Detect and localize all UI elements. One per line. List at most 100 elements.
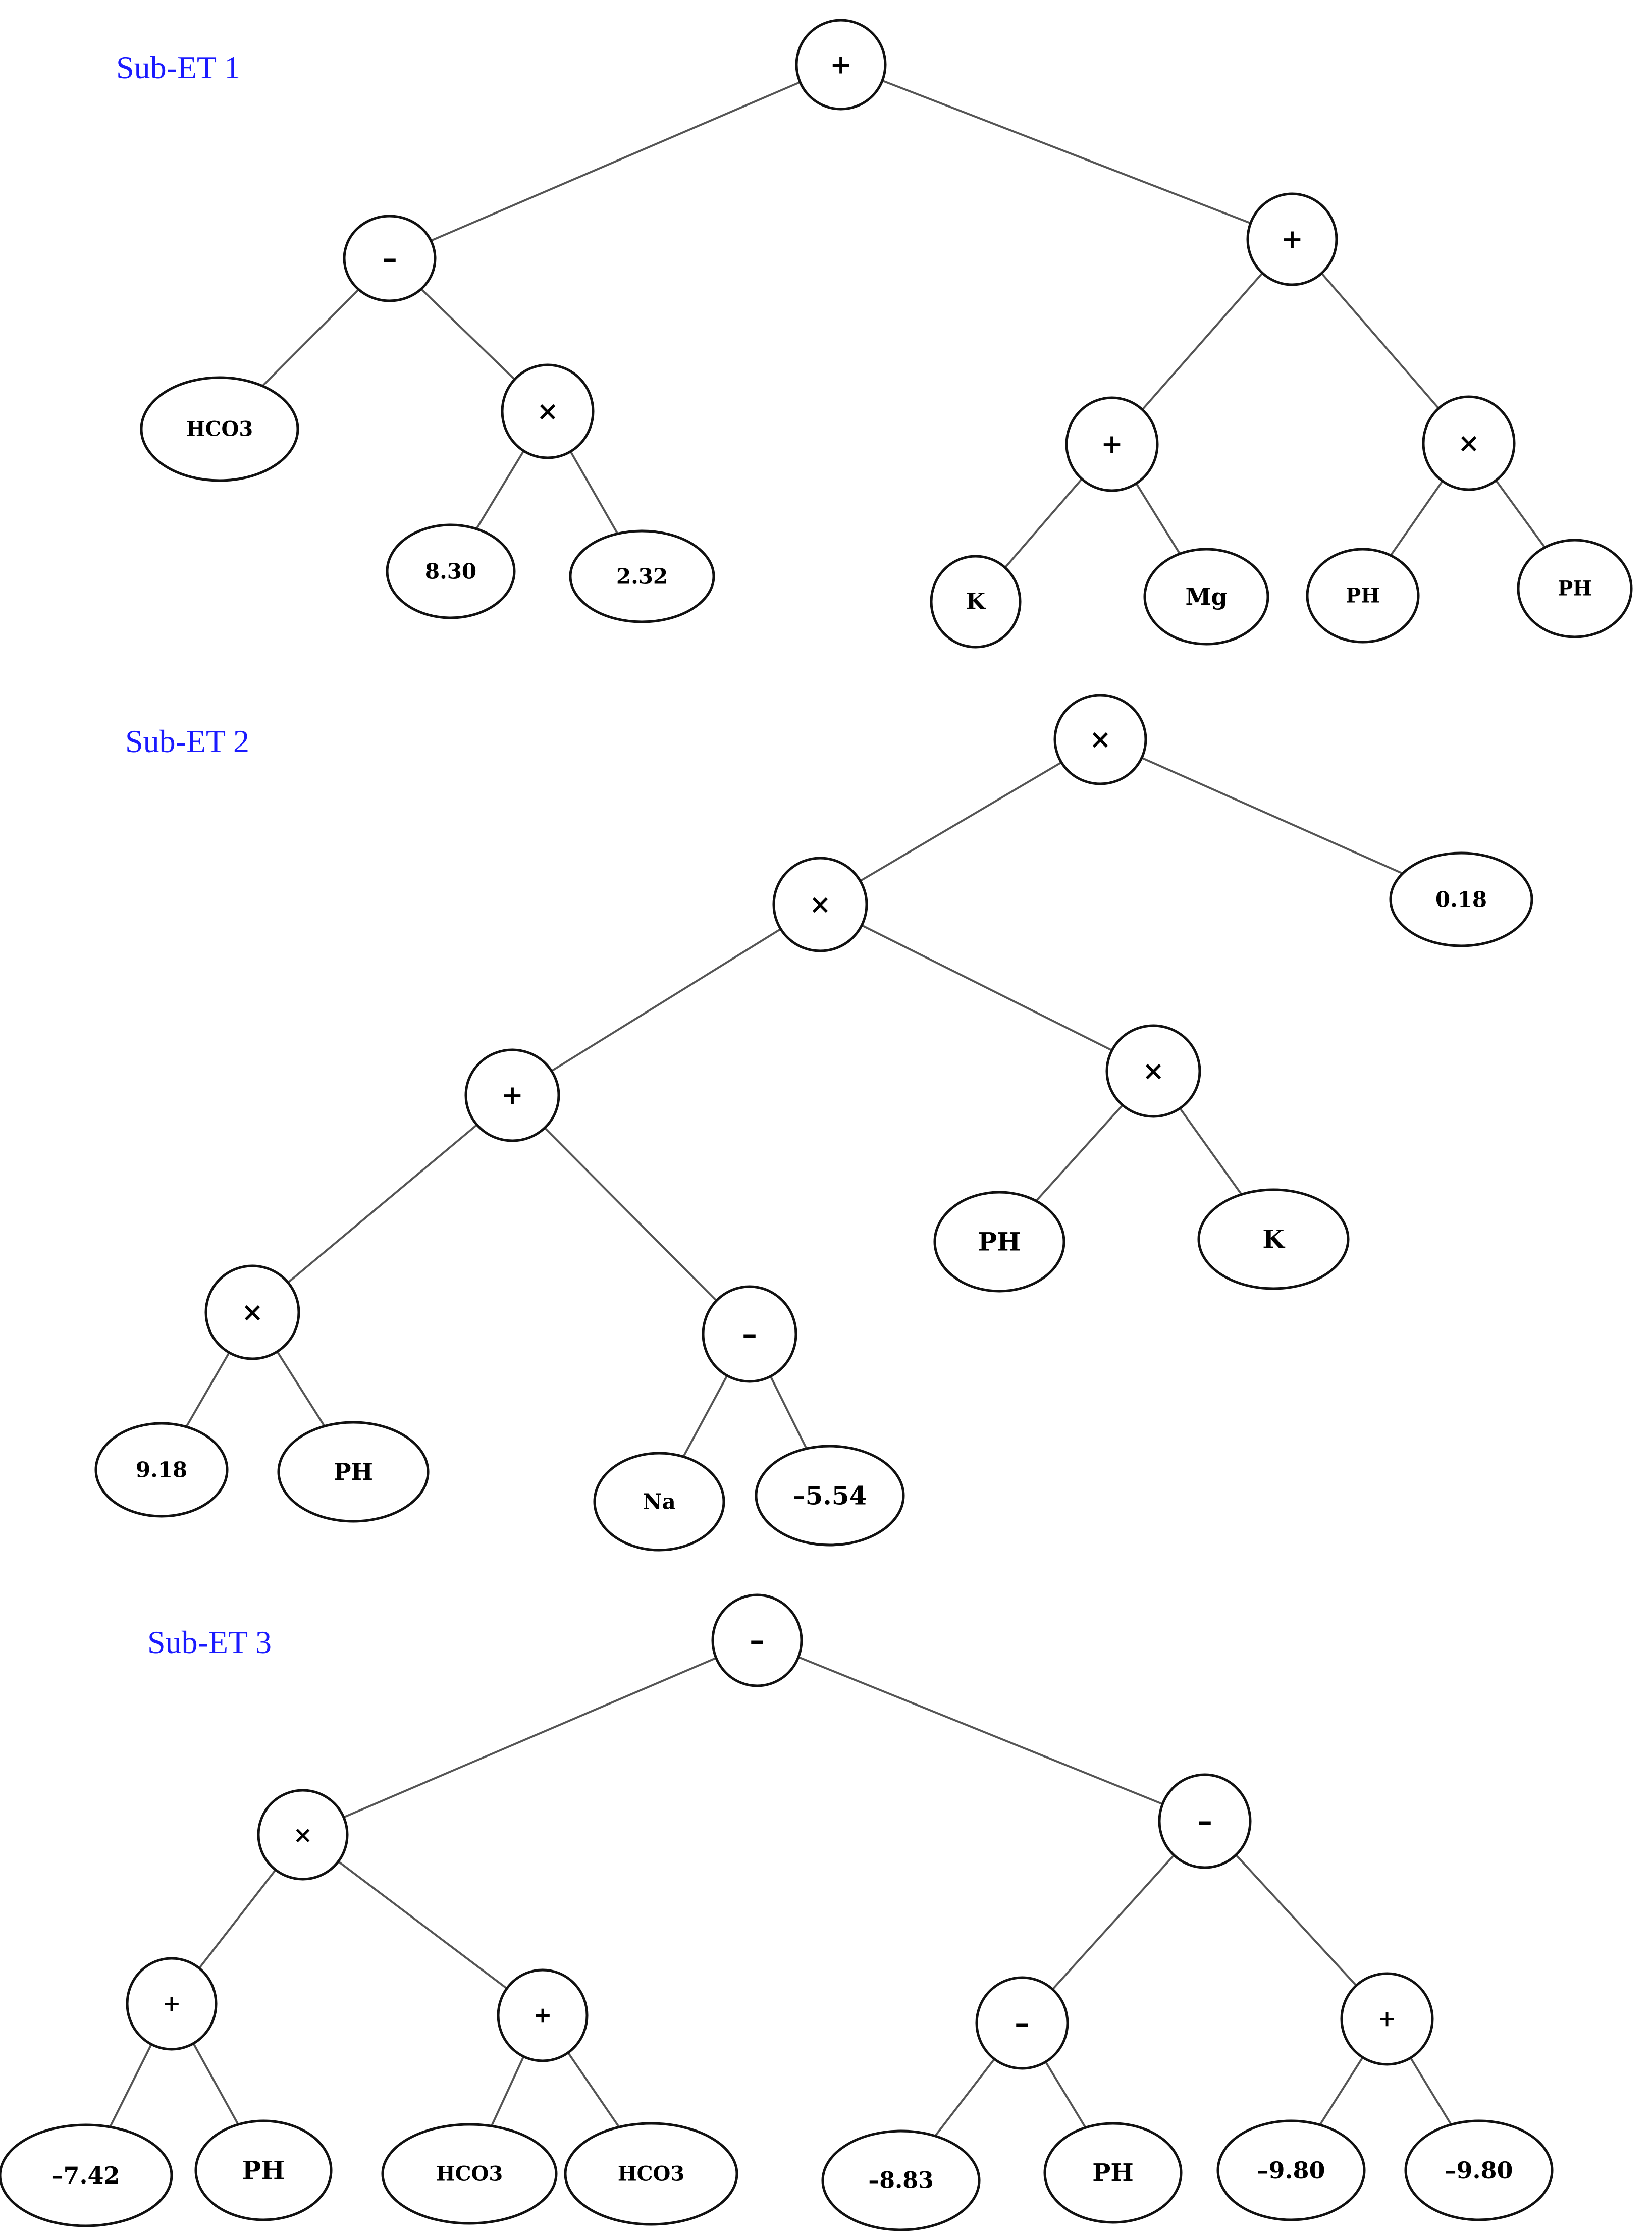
node-ellipse [593, 1452, 725, 1552]
node-label: –8.83 [868, 2168, 933, 2194]
node-label: 8.30 [425, 559, 476, 584]
tree-node: + [126, 1957, 218, 2051]
tree-node: PH [1043, 2122, 1183, 2224]
tree-node: 8.30 [386, 523, 516, 619]
node-ellipse [0, 2123, 173, 2227]
tree-node: Mg [1143, 548, 1269, 646]
node-label: – [1015, 2005, 1030, 2041]
tree-edge [1100, 738, 1462, 900]
tree-node: – [1158, 1773, 1252, 1869]
node-ellipse [1404, 2119, 1554, 2221]
node-label: –7.42 [51, 2162, 120, 2189]
tree-node: K [930, 555, 1022, 649]
node-label: –9.80 [1445, 2157, 1513, 2184]
node-label: Na [643, 1489, 676, 1514]
node-label: × [809, 889, 831, 920]
tree-edge [511, 1094, 751, 1335]
node-ellipse [569, 529, 715, 623]
node-label: Mg [1185, 583, 1227, 610]
tree-node: HCO3 [140, 376, 299, 482]
node-label: HCO3 [436, 2162, 503, 2186]
tree-node: × [1053, 694, 1147, 785]
node-ellipse [501, 363, 595, 459]
tree-node: –5.54 [755, 1445, 905, 1547]
node-label: – [742, 1316, 757, 1352]
tree-node: PH [1517, 539, 1633, 638]
node-ellipse [194, 2119, 333, 2221]
node-label: 0.18 [1435, 887, 1487, 912]
node-label: PH [242, 2156, 285, 2186]
node-ellipse [343, 215, 437, 302]
node-ellipse [204, 1264, 300, 1360]
node-label: PH [1346, 584, 1380, 608]
node-ellipse [1422, 395, 1516, 491]
tree-node: PH [277, 1421, 430, 1523]
tree-node: –9.80 [1404, 2119, 1554, 2221]
tree-edge [757, 1639, 1205, 1822]
tree-node: × [772, 857, 868, 952]
tree-title-1: Sub-ET 1 [116, 49, 240, 85]
node-ellipse [1158, 1773, 1252, 1869]
tree-node: – [343, 215, 437, 302]
tree-node: 0.18 [1389, 851, 1533, 947]
tree-node: PH [194, 2119, 333, 2221]
node-ellipse [386, 523, 516, 619]
node-ellipse [821, 2129, 981, 2231]
tree-edge [511, 903, 821, 1096]
node-ellipse [126, 1957, 218, 2051]
node-label: × [537, 396, 559, 427]
node-label: –5.54 [793, 1481, 867, 1511]
node-ellipse [1143, 548, 1269, 646]
tree-node: –8.83 [821, 2129, 981, 2231]
tree-edge [251, 1094, 513, 1313]
node-ellipse [564, 2122, 738, 2226]
node-ellipse [140, 376, 299, 482]
tree-node: K [1197, 1188, 1350, 1290]
tree-node: – [702, 1285, 797, 1383]
node-ellipse [497, 1968, 589, 2062]
node-ellipse [94, 1422, 229, 1518]
node-label: × [1458, 428, 1480, 459]
node-label: PH [978, 1227, 1021, 1257]
node-label: + [534, 2003, 552, 2029]
tree-edge [840, 64, 1293, 240]
tree-node: 9.18 [94, 1422, 229, 1518]
node-ellipse [464, 1048, 560, 1142]
node-label: HCO3 [618, 2162, 684, 2186]
node-ellipse [933, 1191, 1065, 1293]
node-ellipse [1216, 2119, 1366, 2221]
node-ellipse [1389, 851, 1533, 947]
tree-node: + [1065, 396, 1159, 492]
tree-edge [302, 1834, 544, 2016]
node-ellipse [1246, 192, 1338, 286]
tree-node: × [1105, 1024, 1201, 1118]
node-ellipse [1053, 694, 1147, 785]
tree-node: × [1422, 395, 1516, 491]
node-label: PH [334, 1458, 373, 1485]
node-ellipse [1065, 396, 1159, 492]
node-label: + [1378, 2006, 1397, 2032]
tree-title-3: Sub-ET 3 [147, 1624, 272, 1660]
node-ellipse [711, 1593, 803, 1687]
node-label: + [501, 1080, 523, 1111]
node-label: 9.18 [136, 1458, 187, 1482]
tree-node: + [497, 1968, 589, 2062]
node-label: HCO3 [186, 417, 253, 441]
tree-node: HCO3 [381, 2123, 558, 2225]
node-label: × [241, 1297, 263, 1328]
node-label: × [1089, 724, 1111, 755]
node-label: K [966, 589, 986, 615]
tree-edge [819, 738, 1101, 906]
tree-node: + [1340, 1972, 1434, 2066]
tree-node: Na [593, 1452, 725, 1552]
tree-node: HCO3 [564, 2122, 738, 2226]
node-ellipse [1340, 1972, 1434, 2066]
node-label: + [163, 1991, 181, 2017]
tree-node: × [204, 1264, 300, 1360]
node-label: + [830, 49, 852, 80]
tree-node: × [257, 1789, 349, 1881]
node-ellipse [755, 1445, 905, 1547]
tree-edge [820, 903, 1154, 1072]
node-ellipse [1105, 1024, 1201, 1118]
